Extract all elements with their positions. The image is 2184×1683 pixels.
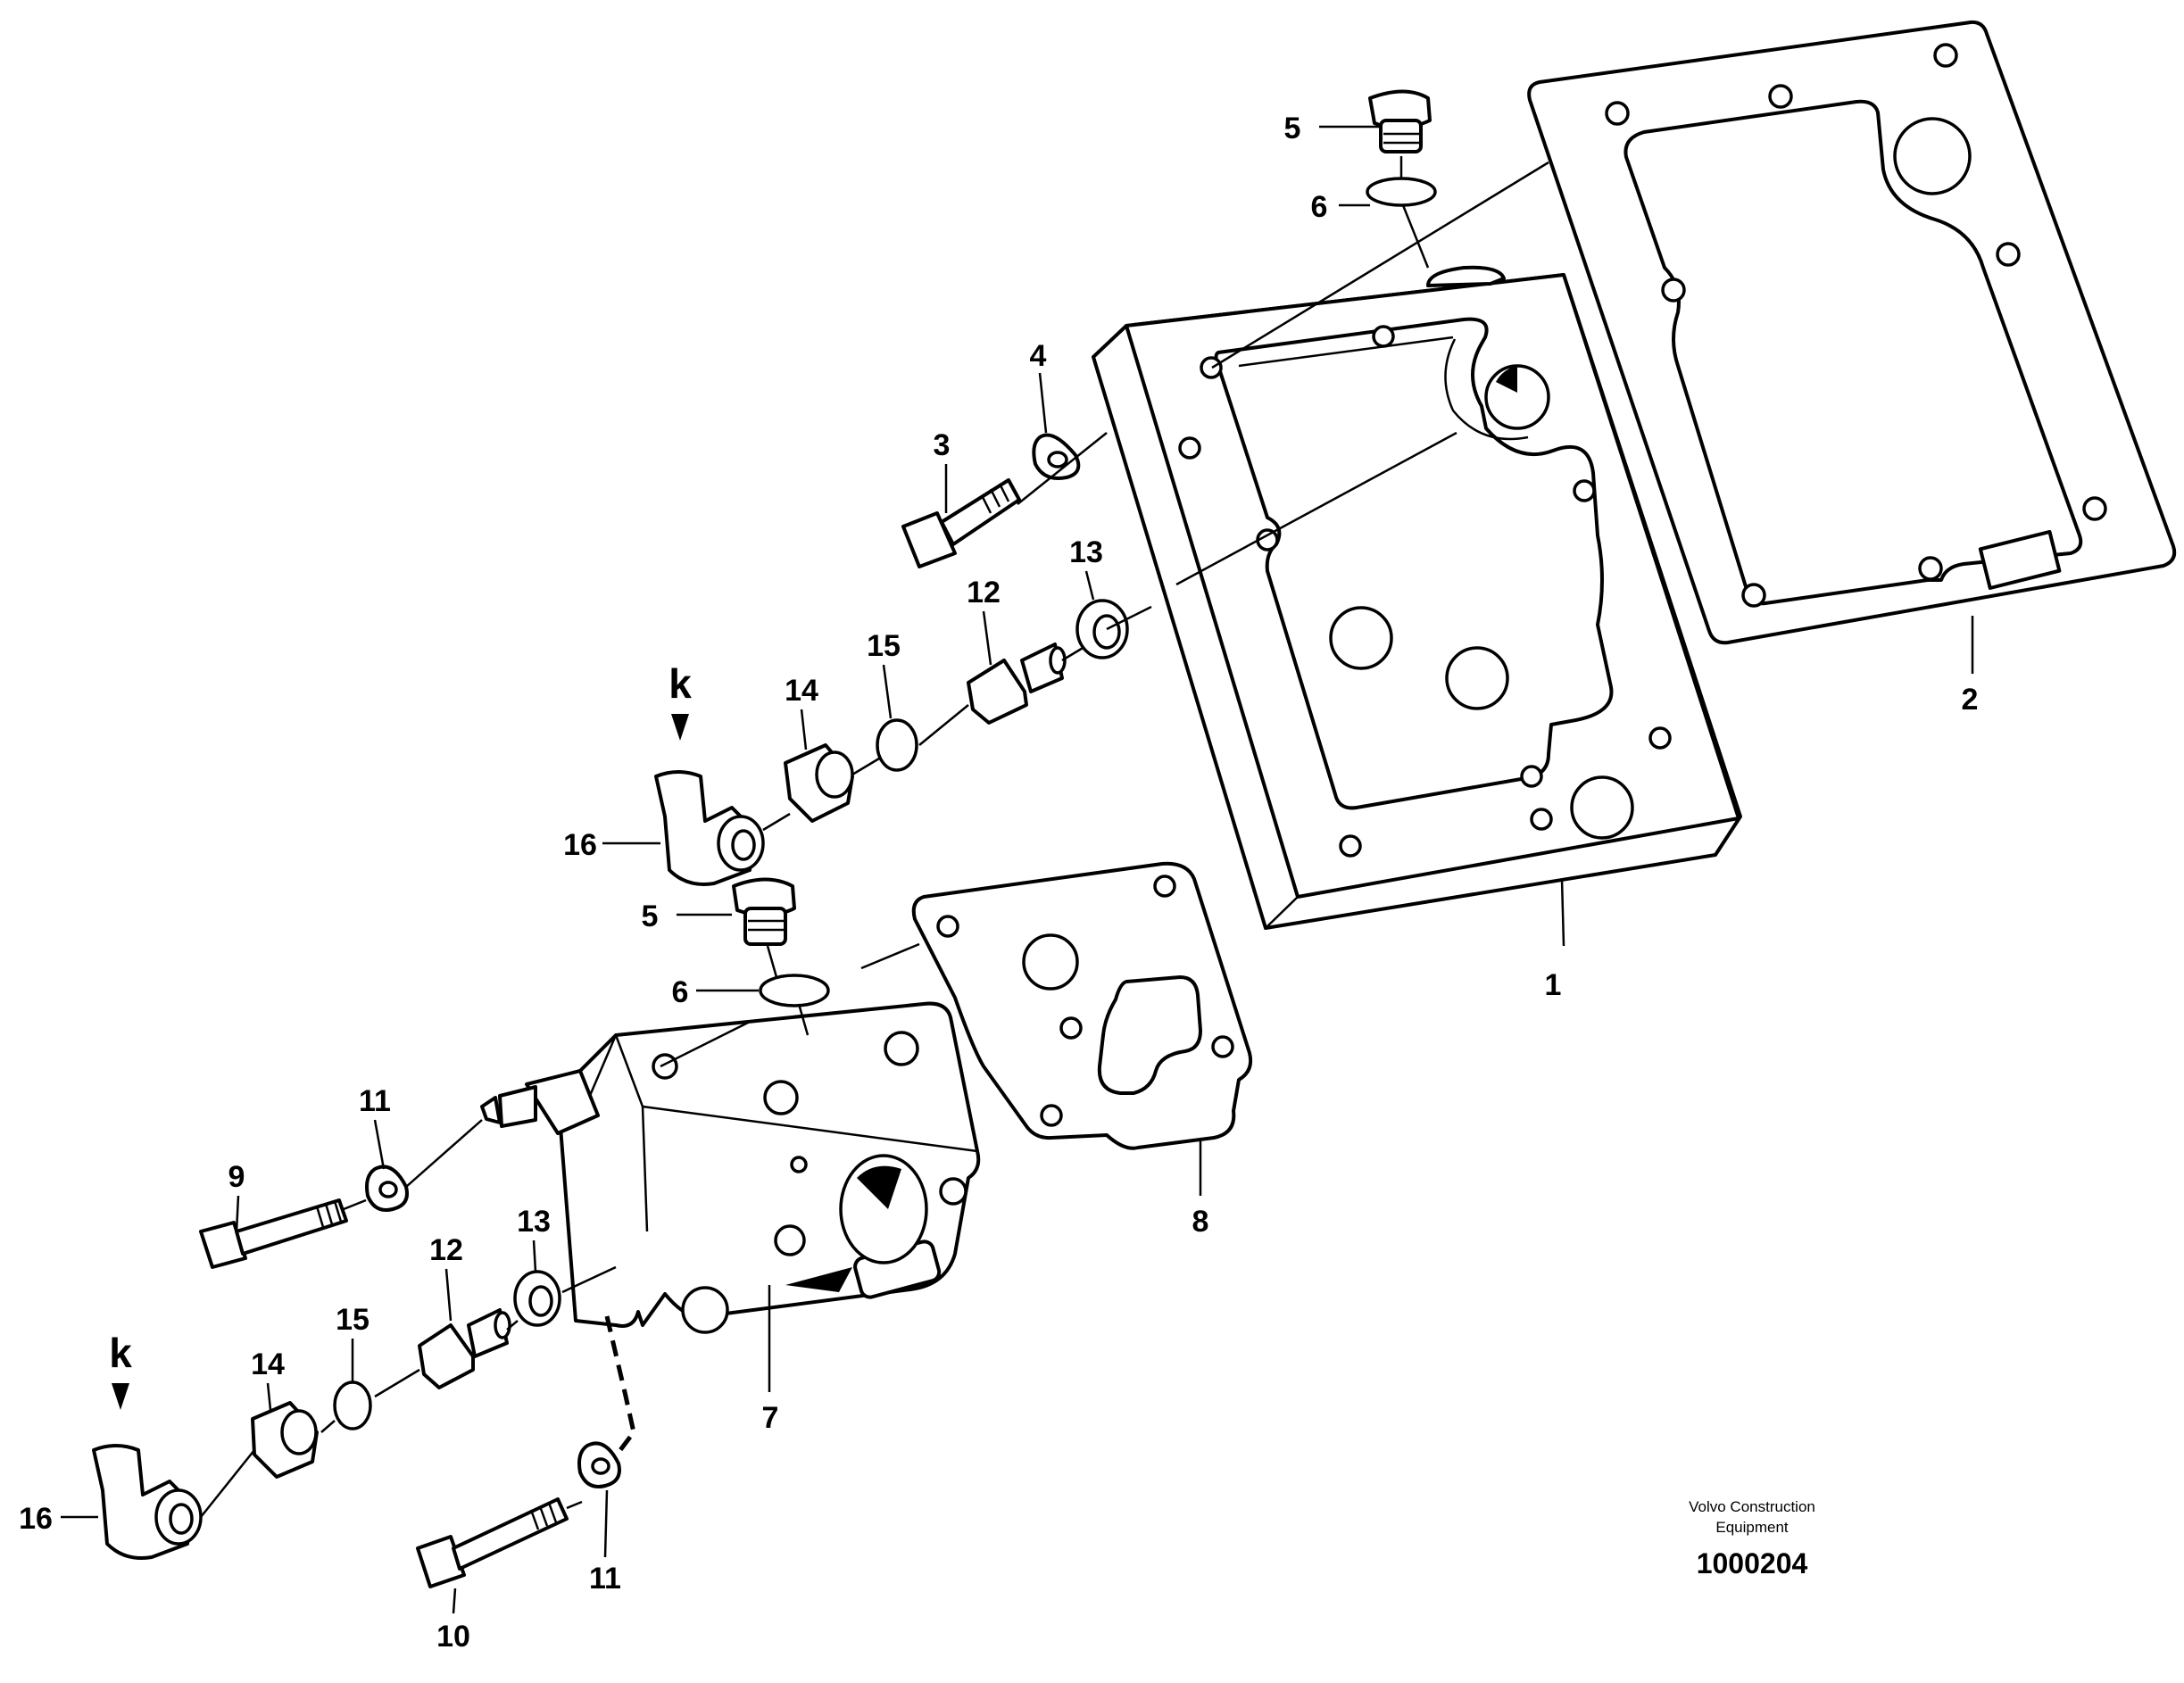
part-8-gasket [911, 861, 1253, 1150]
part-3-bolt [901, 478, 1021, 568]
callout-10: 10 [436, 1620, 470, 1654]
callout-2: 2 [1962, 683, 1979, 717]
part-11-washer-lower [577, 1441, 621, 1488]
part-6-oring-bottom [759, 974, 830, 1007]
callout-12-bottom: 12 [429, 1233, 463, 1267]
k-marker-bottom: k [109, 1330, 132, 1376]
callout-11-upper: 11 [359, 1084, 391, 1118]
callout-16-top: 16 [563, 828, 597, 862]
callout-5-top: 5 [1284, 112, 1301, 145]
callout-6-top: 6 [1311, 190, 1328, 224]
part-5-plug-bottom [732, 877, 796, 946]
part-4-washer [1032, 433, 1081, 480]
callout-4: 4 [1030, 339, 1047, 373]
callout-9: 9 [228, 1160, 245, 1194]
callout-16-bottom: 16 [19, 1502, 53, 1536]
part-15-oring-top [876, 718, 918, 772]
part-12-union-bottom [418, 1308, 511, 1389]
callout-13-bottom: 13 [517, 1205, 551, 1239]
part-13-seal-top [1075, 599, 1129, 659]
part-6-oring-top [1366, 177, 1437, 207]
callout-15-bottom: 15 [336, 1303, 370, 1337]
part-13-seal-bottom [513, 1270, 561, 1327]
brand-line-2: Equipment [1715, 1519, 1789, 1536]
part-10-bolt [416, 1497, 569, 1588]
part-16-elbow-bottom [92, 1444, 203, 1560]
callout-6-bottom: 6 [672, 975, 689, 1009]
callout-11-lower: 11 [589, 1562, 621, 1596]
k-arrows [112, 714, 689, 1410]
part-15-oring-bottom [333, 1380, 372, 1430]
part-12-union-top [967, 643, 1067, 725]
part-5-plug-top [1368, 89, 1432, 153]
callout-14-top: 14 [785, 674, 818, 708]
part-2-gasket [1527, 20, 2177, 645]
callout-7: 7 [762, 1401, 779, 1435]
callout-13-top: 13 [1069, 535, 1103, 569]
part-1-cover-plate [1092, 265, 1742, 930]
part-11-washer-upper [365, 1165, 409, 1212]
drawing-number: 1000204 [1697, 1547, 1808, 1579]
assembly-lines [200, 156, 1549, 1518]
callout-8: 8 [1192, 1205, 1209, 1239]
part-9-bolt [199, 1198, 348, 1269]
callout-1: 1 [1545, 968, 1562, 1002]
part-7-valve-housing [480, 1001, 981, 1334]
k-marker-top: k [668, 660, 692, 707]
part-14-nut-bottom [251, 1401, 319, 1479]
callout-leaders [61, 125, 1974, 1614]
part-16-elbow-top [654, 770, 765, 886]
part-14-nut-top [784, 743, 854, 823]
callout-15-top: 15 [867, 629, 901, 663]
callout-5-bottom: 5 [642, 900, 659, 933]
callout-3: 3 [934, 428, 951, 462]
callout-14-bottom: 14 [251, 1347, 285, 1381]
brand-line-1: Volvo Construction [1689, 1498, 1815, 1515]
callout-12-top: 12 [967, 576, 1001, 609]
